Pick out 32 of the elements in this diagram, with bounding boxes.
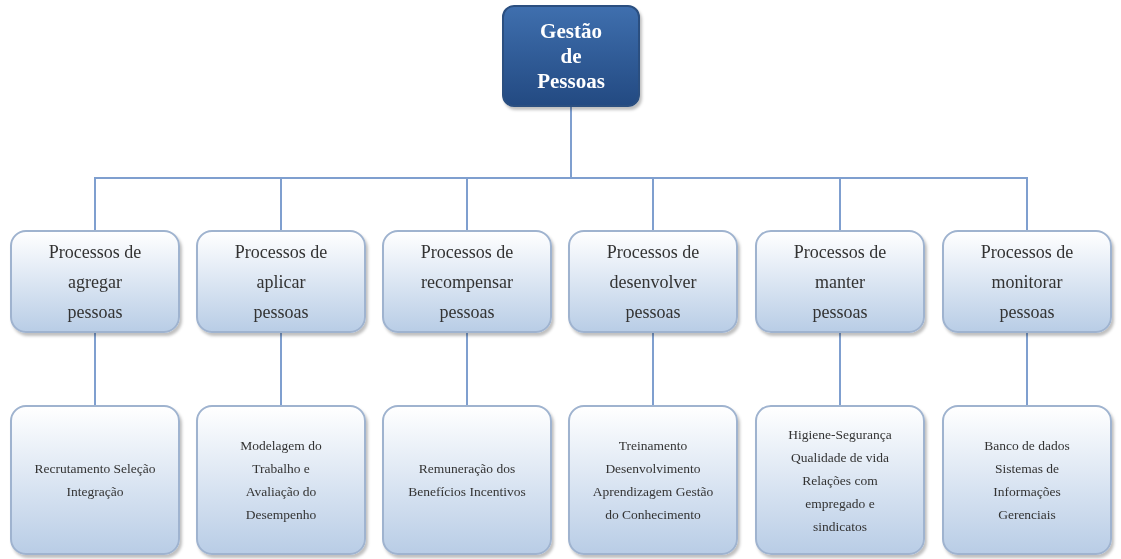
activity-box — [382, 405, 552, 555]
process-box — [755, 230, 925, 333]
connector-line — [280, 332, 282, 406]
box-text: Processos de monitorar pessoas — [979, 240, 1075, 324]
box-text: Processos de recompensar pessoas — [419, 240, 515, 324]
activity-box — [196, 405, 366, 555]
process-box — [382, 230, 552, 333]
activity-box — [568, 405, 738, 555]
connector-line — [652, 332, 654, 406]
activity-box — [942, 405, 1112, 555]
box-text: Processos de aplicar pessoas — [233, 240, 329, 324]
box-text: Processos de manter pessoas — [792, 240, 888, 324]
box-text: Modelagem do Trabalho e Avaliação do Desempenho — [239, 437, 323, 524]
connector-line — [94, 332, 96, 406]
process-box — [942, 230, 1112, 333]
box-text: Treinamento Desenvolvimento Aprendizagem Gestão do Conhecimento — [591, 437, 715, 524]
connector-line — [839, 332, 841, 406]
connector-line — [466, 332, 468, 406]
box-text: Gestão de Pessoas — [536, 18, 606, 94]
activity-box — [10, 405, 180, 555]
root-box — [502, 5, 640, 107]
process-box — [196, 230, 366, 333]
process-box — [568, 230, 738, 333]
box-text: Processos de agregar pessoas — [47, 240, 143, 324]
box-text: Recrutamento Seleção Integração — [33, 460, 157, 501]
box-text: Banco de dados Sistemas de Informações Gerenciais — [984, 437, 1070, 524]
connector-line — [1026, 332, 1028, 406]
activity-box — [755, 405, 925, 555]
process-box — [10, 230, 180, 333]
box-text: Higiene-Segurança Qualidade de vida Relações com empregado e sindicatos — [787, 425, 893, 536]
box-text: Remuneração dos Benefícios Incentivos — [407, 460, 527, 501]
box-text: Processos de desenvolver pessoas — [605, 240, 701, 324]
